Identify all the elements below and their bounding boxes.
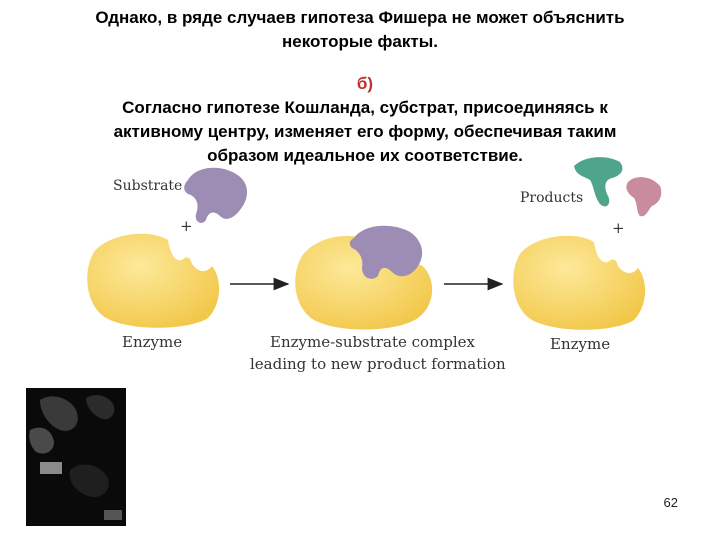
slide-title-line-2: некоторые факты.: [282, 32, 438, 51]
plus-sign-left: +: [180, 217, 193, 235]
substrate-label: Substrate: [113, 178, 182, 194]
body-line-2: активному центру, изменяет его форму, об…: [113, 122, 617, 141]
enzyme-left-label: Enzyme: [122, 333, 182, 351]
enzyme-middle: [295, 235, 433, 330]
product-pink-molecule: [626, 177, 662, 217]
item-marker: б): [356, 74, 374, 93]
body-line-1-text: Согласно гипотезе Кошланда, субстрат, пр…: [122, 98, 608, 117]
complex-label-line-1: Enzyme-substrate complex: [270, 333, 476, 351]
bound-substrate-molecule: [349, 225, 423, 279]
enzyme-right-label: Enzyme: [550, 335, 610, 353]
products-label: Products: [520, 190, 583, 206]
body-text: б) Согласно гипотезе Кошланда, субстрат,…: [40, 72, 690, 168]
plus-sign-right: +: [612, 219, 625, 237]
slide-title: Однако, в ряде случаев гипотеза Фишера н…: [0, 6, 720, 54]
decorative-photo: [26, 388, 126, 526]
body-line-1: б) Согласно гипотезе Кошланда, субстрат,…: [40, 72, 690, 120]
page-number: 62: [663, 495, 678, 510]
enzyme-right: [513, 235, 646, 330]
product-green-molecule: [574, 157, 623, 207]
enzyme-left: [87, 233, 220, 328]
substrate-molecule: [184, 167, 248, 223]
slide-title-line-1: Однако, в ряде случаев гипотеза Фишера н…: [95, 8, 625, 27]
body-line-3: образом идеальное их соответствие.: [207, 146, 523, 165]
complex-label-line-2: leading to new product formation: [250, 355, 506, 373]
